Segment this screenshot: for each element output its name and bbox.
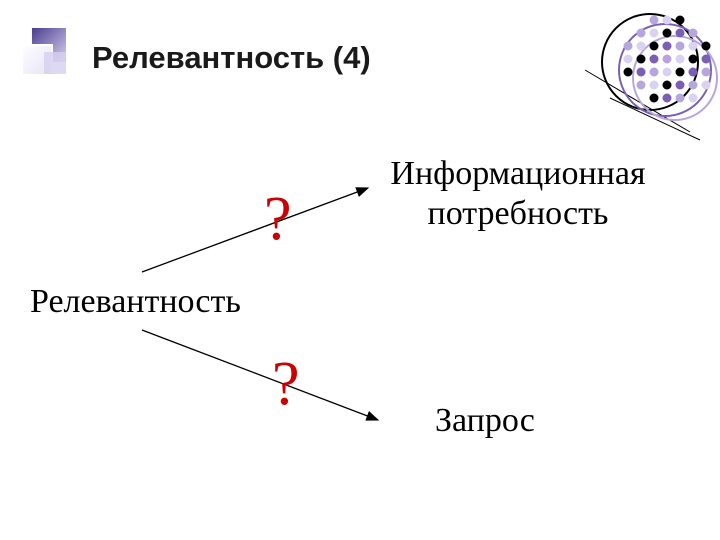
decor-dot: [636, 80, 646, 90]
question-mark-bottom: ?: [272, 350, 300, 418]
decor-dot: [636, 67, 646, 77]
target-information-need: Информационная потребность: [368, 154, 668, 234]
decor-dot: [636, 41, 646, 51]
decor-dot: [675, 67, 685, 77]
decor-dot: [662, 93, 672, 103]
decor-dot: [701, 80, 711, 90]
decor-dot: [623, 54, 633, 64]
decor-dot: [688, 41, 698, 51]
decor-dot: [649, 28, 659, 38]
decor-dot: [701, 41, 711, 51]
decor-dot: [688, 80, 698, 90]
decor-dot: [662, 80, 672, 90]
decor-dot: [649, 80, 659, 90]
target-information-need-line2: потребность: [427, 195, 609, 232]
decor-dot: [649, 41, 659, 51]
target-information-need-line1: Информационная: [390, 155, 646, 192]
decor-dot: [662, 54, 672, 64]
decor-dot: [688, 28, 698, 38]
decor-dot: [662, 15, 672, 25]
decor-dot: [649, 54, 659, 64]
decor-dot: [623, 67, 633, 77]
page-title: Релевантность (4): [92, 40, 371, 75]
decor-dot: [675, 15, 685, 25]
decor-dot: [623, 41, 633, 51]
question-mark-top: ?: [264, 185, 292, 253]
decor-dot: [688, 67, 698, 77]
arrow-to-query: [141, 329, 380, 421]
decor-dot: [649, 15, 659, 25]
decor-dot: [662, 28, 672, 38]
decor-dot: [675, 28, 685, 38]
decor-dot: [675, 41, 685, 51]
decor-dot: [701, 54, 711, 64]
relevance-label: Релевантность: [30, 283, 241, 320]
decor-dot: [662, 41, 672, 51]
decor-dot: [675, 80, 685, 90]
decor-dot: [688, 93, 698, 103]
decor-dot: [688, 54, 698, 64]
decor-dot: [636, 28, 646, 38]
decor-dot: [701, 67, 711, 77]
decor-dot: [649, 67, 659, 77]
decor-dot: [662, 67, 672, 77]
arrow-to-information-need: [141, 187, 370, 273]
decor-dot: [675, 93, 685, 103]
decor-dot: [649, 93, 659, 103]
target-query: Запрос: [435, 402, 535, 439]
decor-dot: [675, 54, 685, 64]
decor-dot: [636, 54, 646, 64]
